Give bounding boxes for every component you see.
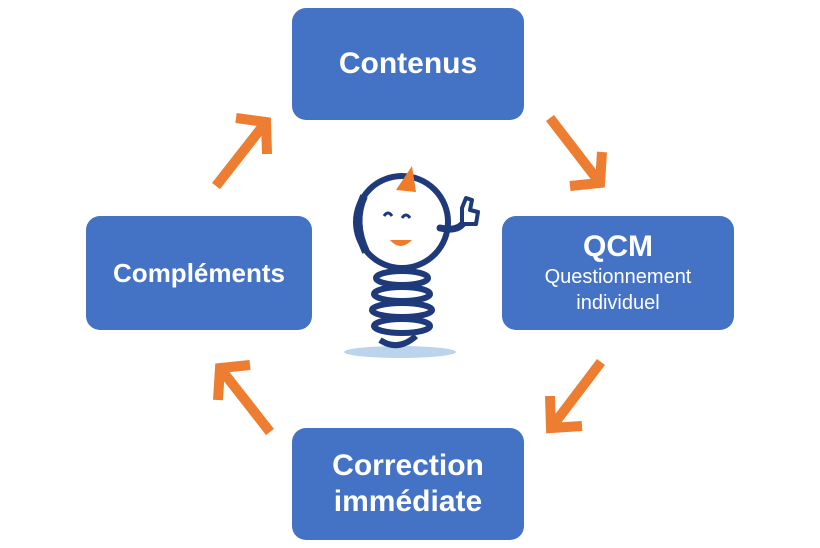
contenus-box: Contenus xyxy=(292,8,524,120)
arrow-contenus-to-qcm-icon xyxy=(546,114,607,191)
qcm-subtitle-line1: Questionnement xyxy=(544,266,692,288)
contenus-label: Contenus xyxy=(338,47,478,80)
correction-label-line1: Correction xyxy=(332,449,484,482)
qcm-box: QCM Questionnement individuel xyxy=(502,216,734,330)
correction-label-line2: immédiate xyxy=(333,485,483,518)
complements-box: Compléments xyxy=(86,216,312,330)
correction-box: Correction immédiate xyxy=(292,428,524,540)
arrow-complements-to-contenus-icon xyxy=(212,113,272,190)
arrow-correction-to-complements-icon xyxy=(213,360,274,436)
arrow-qcm-to-correction-icon xyxy=(545,358,605,434)
qcm-subtitle-line2: individuel xyxy=(576,292,660,314)
qcm-title: QCM xyxy=(583,230,653,263)
complements-label: Compléments xyxy=(113,257,285,288)
